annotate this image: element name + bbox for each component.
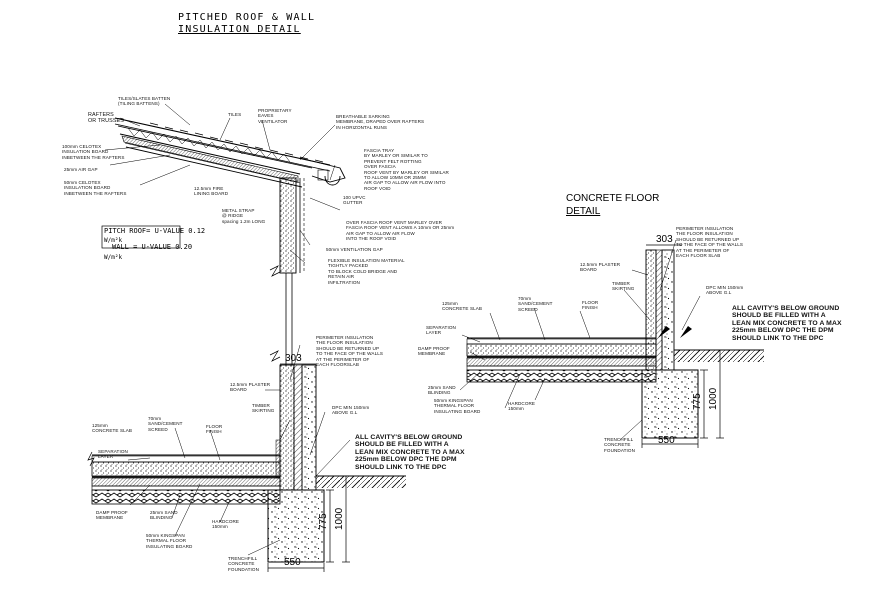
main-title-line2: INSULATION DETAIL bbox=[178, 24, 301, 35]
label-left-blinding: 25mm SAND BLINDING bbox=[150, 510, 178, 521]
main-title: PITCHED ROOF & WALL INSULATION DETAIL bbox=[178, 12, 315, 36]
label-over-fascia: OVER FASCIA ROOF VENT MARLEY OVER FASCIA… bbox=[346, 220, 455, 242]
uvalue-wall-unit: W/m²k bbox=[104, 254, 123, 261]
dim-left-wall-width: 303 bbox=[285, 353, 302, 364]
dim-right-total-depth: 1000 bbox=[708, 387, 719, 410]
label-right-finish: FLOOR FINISH bbox=[582, 300, 599, 311]
dim-left-found-width: 550 bbox=[284, 557, 301, 568]
label-left-kingspan: 50mm KINGSPAN THERMAL FLOOR INSULATING B… bbox=[146, 533, 193, 549]
label-strap: METAL STRAP @ RIDGE spacing 1.2m LONG bbox=[222, 208, 266, 224]
label-right-dpc: DPC MIN 150mm ABOVE G.L bbox=[706, 285, 744, 296]
label-left-hardcore: HARDCORE 150mm bbox=[212, 519, 240, 530]
label-left-cavity-note: ALL CAVITY'S BELOW GROUND SHOULD BE FILL… bbox=[355, 434, 465, 471]
label-fascia: FASCIA TRAY BY MARLEY OR SIMILAR TO PREV… bbox=[364, 148, 449, 191]
main-title-line1: PITCHED ROOF & WALL bbox=[178, 12, 316, 23]
label-board-below: 50mm CELOTEX INSULATION BOARD INBETWEEN … bbox=[64, 180, 127, 196]
dim-right-found-depth: 775 bbox=[692, 393, 703, 410]
label-right-blinding: 25mm SAND BLINDING bbox=[428, 385, 456, 396]
label-left-finish: FLOOR FINISH bbox=[206, 424, 223, 435]
label-breathable: BREATHABLE SARKING MEMBRANE, DRAPED OVER… bbox=[336, 114, 425, 130]
dim-left-found-depth: 775 bbox=[318, 513, 329, 530]
dimensions-right bbox=[641, 244, 724, 448]
label-right-cavity-note: ALL CAVITY'S BELOW GROUND SHOULD BE FILL… bbox=[732, 305, 842, 342]
label-left-separation: SEPARATION LAYER bbox=[98, 449, 128, 460]
dimensions-left bbox=[267, 363, 350, 572]
label-left-skirting: TIMBER SKIRTING bbox=[252, 403, 275, 414]
uvalue-roof-unit: W/m²k bbox=[104, 237, 123, 244]
label-left-slab: 125mm CONCRETE SLAB bbox=[92, 423, 133, 434]
floor-title-line1: CONCRETE FLOOR bbox=[566, 193, 660, 204]
label-right-trenchfill: TRENCHFILL CONCRETE FOUNDATION bbox=[604, 437, 636, 453]
label-fire-board: 12.5mm FIRE LINING BOARD bbox=[194, 186, 229, 197]
label-right-separation: SEPARATION LAYER bbox=[426, 325, 456, 336]
label-gutter: 100 UPVC GUTTER bbox=[343, 195, 366, 206]
label-left-dpc: DPC MIN 150mm ABOVE G.L bbox=[332, 405, 370, 416]
label-left-plaster: 12.5mm PLASTER BOARD bbox=[230, 382, 271, 393]
uvalue-wall: WALL = U-VALUE 0.20 bbox=[112, 243, 193, 251]
label-left-perimeter: PERIMETER INSULATION THE FLOOR INSULATIO… bbox=[316, 335, 384, 368]
label-left-trenchfill: TRENCHFILL CONCRETE FOUNDATION bbox=[228, 556, 260, 572]
label-tiles-battens: TILES/SLATES BATTEN (TILING BATTENS) bbox=[118, 96, 171, 107]
label-board-between: 100mm CELOTEX INSULATION BOARD INBETWEEN… bbox=[62, 144, 125, 160]
label-left-dpm: DAMP PROOF MEMBRANE bbox=[96, 510, 128, 521]
uvalue-roof: PITCH ROOF= U-VALUE 0.12 bbox=[104, 227, 206, 235]
label-right-slab: 125mm CONCRETE SLAB bbox=[442, 301, 483, 312]
label-tiles: TILES bbox=[228, 112, 242, 117]
leader-lines bbox=[104, 103, 701, 556]
dim-left-total-depth: 1000 bbox=[334, 507, 345, 530]
label-air-gap: 25mm AIR GAP bbox=[64, 167, 98, 172]
uvalue-box bbox=[101, 225, 181, 249]
label-right-plaster: 12.5mm PLASTER BOARD bbox=[580, 262, 621, 273]
label-right-hardcore: HARDCORE 150mm bbox=[508, 401, 536, 412]
label-right-dpm: DAMP PROOF MEMBRANE bbox=[418, 346, 450, 357]
dim-right-wall-width: 303 bbox=[656, 234, 673, 245]
label-right-perimeter: PERIMETER INSULATION THE FLOOR INSULATIO… bbox=[676, 226, 744, 259]
label-rafters: RAFTERS OR TRUSSES bbox=[88, 112, 124, 125]
floor-title: CONCRETE FLOOR DETAIL bbox=[566, 192, 659, 218]
floor-section-right bbox=[466, 249, 764, 439]
label-left-screed: 70mm SAND/CEMENT SCREED bbox=[148, 416, 183, 432]
label-flexible: FLEXIBLE INSULATION MATERIAL TIGHTLY PAC… bbox=[328, 258, 405, 285]
label-right-skirting: TIMBER SKIRTING bbox=[612, 281, 635, 292]
roof-section bbox=[114, 117, 346, 188]
label-right-screed: 70mm SAND/CEMENT SCREED bbox=[518, 296, 553, 312]
floor-title-line2: DETAIL bbox=[566, 206, 601, 217]
dim-right-found-width: 550 bbox=[658, 435, 675, 446]
label-vent-gap: 50mm VENTILATION GAP bbox=[326, 247, 383, 252]
label-proprietary: PROPRIETARY EAVES VENTILATOR bbox=[258, 108, 292, 124]
label-right-kingspan: 50mm KINGSPAN THERMAL FLOOR INSULATING B… bbox=[434, 398, 481, 414]
floor-section-left bbox=[87, 439, 406, 563]
